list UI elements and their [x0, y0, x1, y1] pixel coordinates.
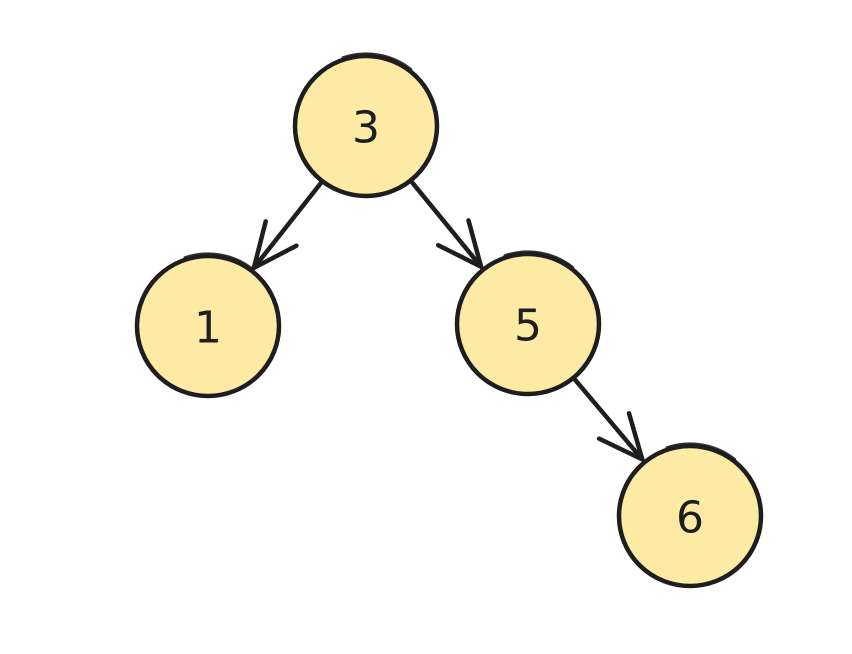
- node-circle: [454, 251, 602, 397]
- edge-line: [251, 177, 326, 271]
- edge-line: [407, 177, 484, 269]
- tree-node-6: 6: [616, 442, 764, 589]
- edge-n3-n1: [251, 177, 326, 271]
- arrowhead-icon: [251, 219, 299, 271]
- edges-layer: [251, 177, 645, 462]
- arrowhead-icon: [435, 218, 484, 269]
- node-label: 6: [676, 493, 704, 544]
- tree-node-1: 1: [134, 252, 282, 399]
- node-circle: [292, 53, 440, 199]
- node-label: 3: [352, 103, 380, 154]
- node-label: 1: [194, 303, 222, 354]
- node-circle: [134, 253, 282, 399]
- edge-line: [570, 374, 645, 462]
- edge-n5-n6: [570, 374, 645, 462]
- node-sketch-stroke: [183, 252, 255, 271]
- tree-node-5: 5: [454, 250, 602, 397]
- node-label: 5: [514, 301, 542, 352]
- node-sketch-stroke: [503, 250, 575, 269]
- nodes-layer: 3 1 5 6: [134, 52, 764, 589]
- node-sketch-stroke: [341, 52, 413, 71]
- node-sketch-stroke: [665, 442, 737, 461]
- node-circle: [616, 443, 764, 589]
- arrowhead-icon: [596, 411, 645, 462]
- tree-node-3: 3: [292, 52, 440, 199]
- edge-n3-n5: [407, 177, 484, 269]
